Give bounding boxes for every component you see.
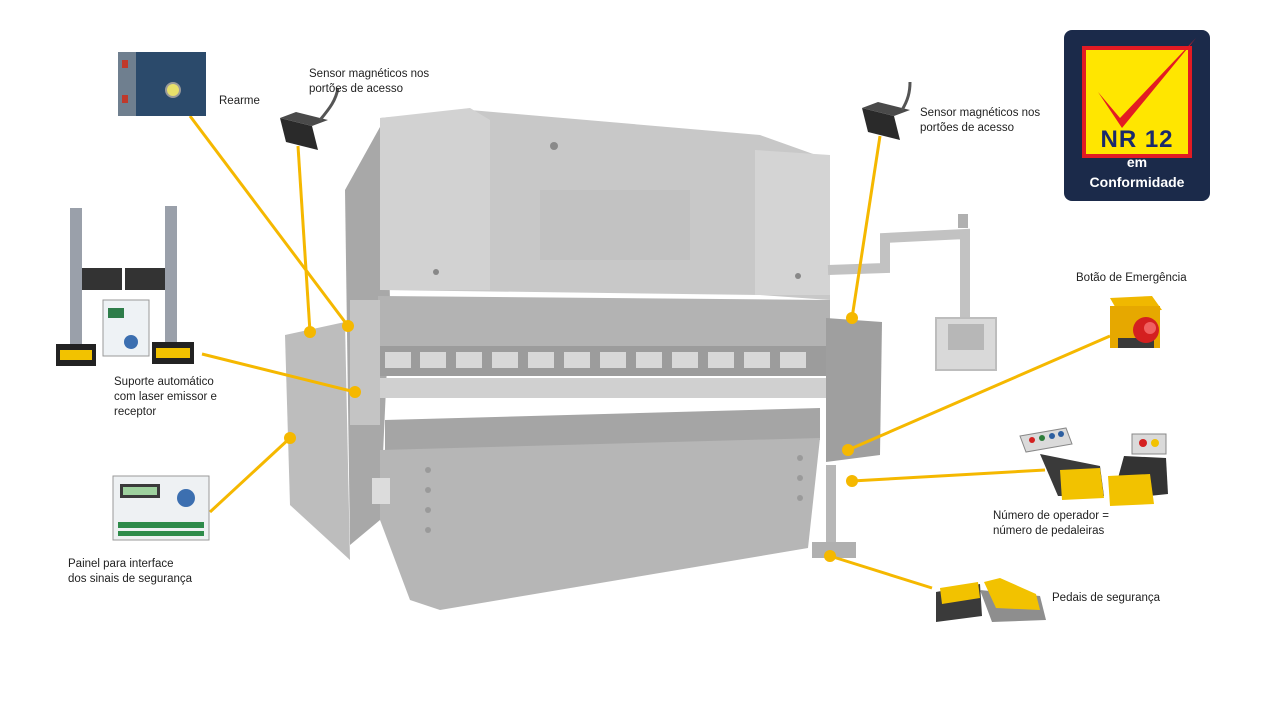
emergency-button-image [1110,296,1162,348]
nr12-badge [1064,30,1210,201]
connector-sensor-right [850,135,882,319]
label-botao-emergencia: Botão de Emergência [1076,272,1187,284]
laser-support-image [56,206,194,366]
connector-rearme [188,115,350,327]
label-sensor-left: Sensor magnéticos nos portões de acesso [309,68,430,95]
connector-botao [847,334,1111,452]
connector-dots [284,312,858,562]
sensor-right-image [862,81,912,140]
connector-sensor-left [296,145,312,333]
label-numero-operador: Número de operador = número de pedaleira… [993,510,1110,537]
label-sensor-right: Sensor magnéticos nos portões de acesso [920,107,1041,134]
rearme-panel [118,52,206,116]
badge-conformidade-text: Conformidade [1089,174,1185,190]
label-suporte: Suporte automático com laser emissor e r… [114,376,217,418]
connector-lines [188,115,1111,590]
connector-pedais [829,554,933,590]
safety-pedals-image [936,578,1046,622]
operator-stations-image [1019,427,1168,506]
label-rearme: Rearme [219,95,260,107]
badge-em-text: em [1126,154,1148,170]
badge-nr-text: NR 12 [1100,126,1174,153]
interface-panel-image [112,475,210,541]
nr12-badge-text: NR 12 em Conformidade [1064,30,1210,201]
label-pedais: Pedais de segurança [1052,592,1161,604]
press-brake-machine [285,108,997,610]
connector-suporte [201,352,356,394]
sensor-left-image [280,87,340,150]
connector-numero [851,468,1046,483]
connector-painel [208,436,292,514]
label-painel: Painel para interface dos sinais de segu… [68,558,193,585]
